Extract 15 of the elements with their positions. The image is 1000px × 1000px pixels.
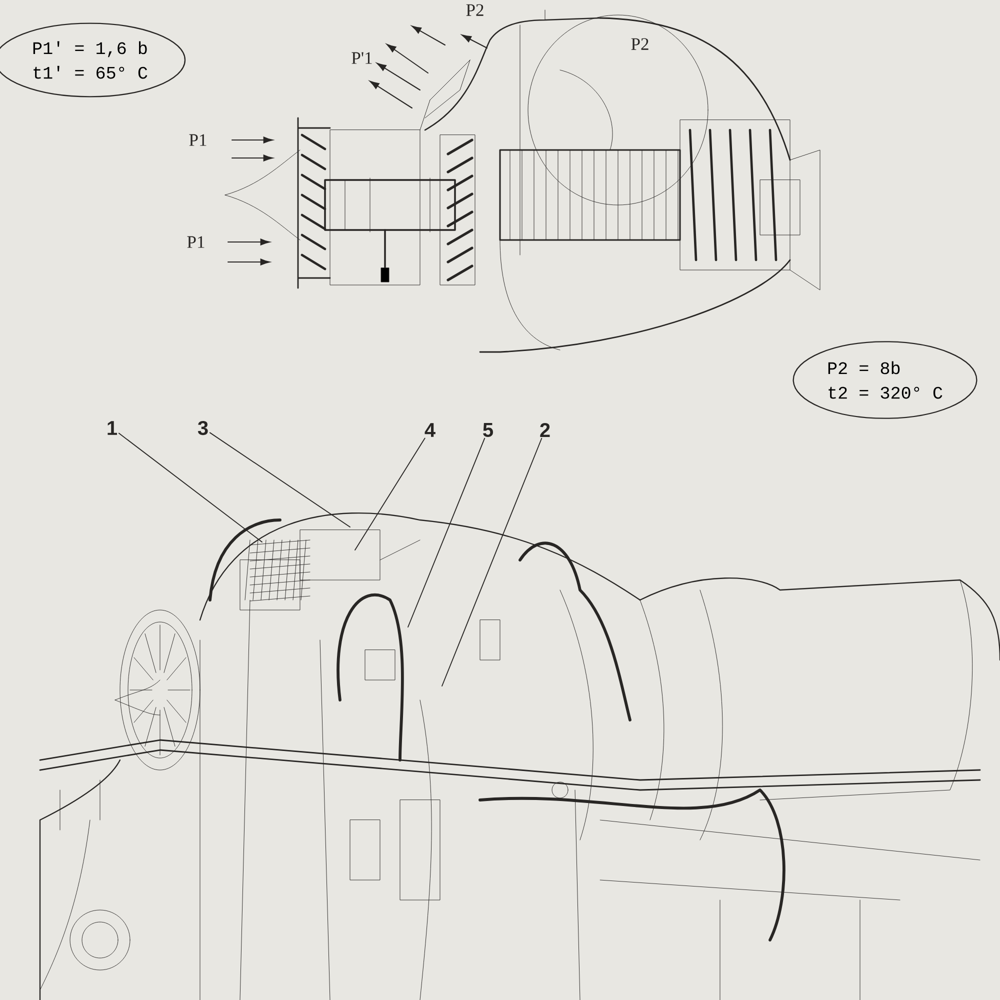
flow-label: P1 [189,134,206,146]
callout-number: 2 [540,423,550,437]
leader-line [118,432,262,542]
flow-label: P1 [187,236,204,248]
callout-number: 5 [483,423,493,437]
leader-line [209,432,350,528]
callout-number: 4 [424,423,436,437]
leader-line [354,438,426,550]
leader-line [408,438,486,628]
leader-line [442,438,542,686]
callout-number: 1 [108,421,117,435]
flow-label: P2 [466,4,484,16]
flow-label: P2 [631,38,648,50]
flow-label: P'1 [352,52,372,64]
callout-number: 3 [198,420,208,436]
